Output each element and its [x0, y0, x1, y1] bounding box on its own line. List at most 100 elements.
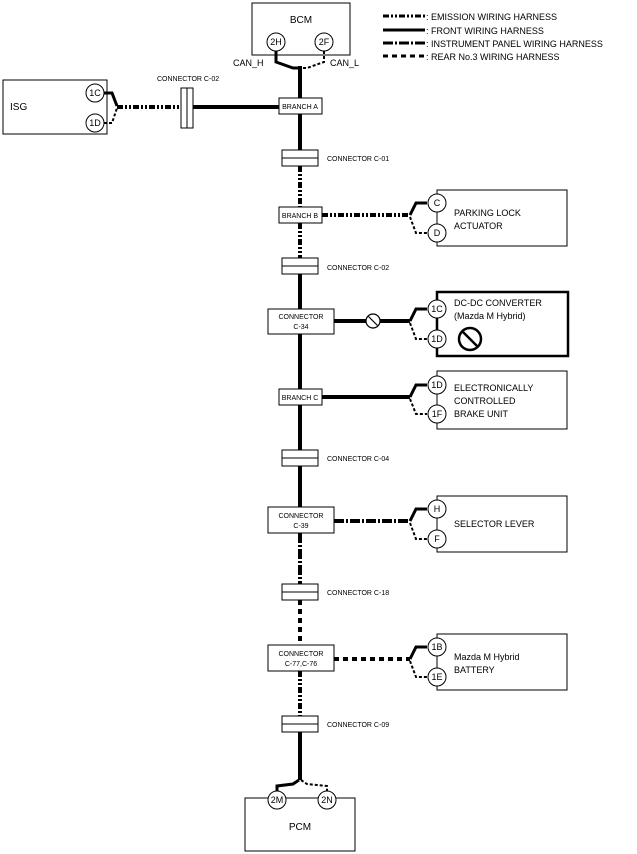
isg-connector-c02-label: CONNECTOR C-02 [157, 76, 219, 83]
ecbu-module: 1D 1F ELECTRONICALLY CONTROLLED BRAKE UN… [427, 370, 568, 430]
dcdc-box [435, 290, 570, 358]
battery-pin-1b [427, 637, 447, 657]
pcm-pin-2n [317, 790, 337, 810]
parking-lock-wire-d [409, 216, 427, 234]
dcdc-wire-1c [408, 307, 427, 322]
can-l-label: CAN_L [330, 58, 359, 68]
battery-wire-1e [409, 660, 427, 678]
ecbu-line1: ELECTRONICALLY [454, 383, 533, 393]
parking-lock-pin-d [427, 223, 447, 243]
parking-lock-line2: ACTUATOR [454, 221, 503, 231]
ecbu-pin-1d [427, 375, 447, 395]
ecbu-pin-1f [427, 404, 447, 424]
ecbu-line2: CONTROLLED [454, 396, 516, 406]
conn-c04-bottom [281, 457, 319, 467]
pcm-wire-2m [275, 778, 300, 791]
parking-lock-pin-c [427, 193, 447, 213]
dcdc-line2: (Mazda M Hybrid) [454, 311, 526, 321]
pcm-pin-2n-label: 2N [321, 795, 333, 805]
dcdc-pin-1d [427, 329, 447, 349]
pcm-box [244, 797, 356, 852]
conn-c77-line1: CONNECTOR [279, 651, 324, 658]
ecbu-box [436, 370, 568, 430]
legend-instrument-label: : INSTRUMENT PANEL WIRING HARNESS [426, 39, 603, 49]
selector-wire-f [409, 522, 427, 540]
battery-pin-1b-label: 1B [431, 642, 442, 652]
branch-a-label: BRANCH A [282, 104, 318, 111]
battery-pin-1e [427, 667, 447, 687]
battery-line2: BATTERY [454, 665, 495, 675]
selector-wire-h [408, 507, 427, 522]
parking-lock-actuator: C D PARKING LOCK ACTUATOR [427, 189, 568, 247]
pcm-pin-2m-label: 2M [271, 795, 284, 805]
isg-wire-bottom [104, 107, 118, 124]
selector-pin-f-label: F [434, 534, 440, 544]
can-h-label: CAN_H [233, 58, 264, 68]
conn-c18-top [281, 583, 319, 593]
dcdc-pin-1c-label: 1C [431, 304, 443, 314]
conn-c18-bottom [281, 591, 319, 601]
conn-c77-line2: C-77,C-76 [285, 661, 317, 668]
selector-pin-h-label: H [434, 504, 441, 514]
pcm-module: 2M 2N PCM [244, 790, 356, 852]
battery-box [436, 633, 568, 691]
selector-pin-h [427, 499, 447, 519]
conn-c04-label: CONNECTOR C-04 [327, 456, 389, 463]
bcm-label: BCM [290, 15, 312, 26]
legend-front-label: : FRONT WIRING HARNESS [426, 26, 544, 36]
pcm-wire-2n [300, 779, 328, 791]
isg-label: ISG [10, 102, 27, 113]
battery-wire-1b [408, 645, 427, 660]
conn-c02-top [281, 257, 319, 267]
isg-module: ISG 1C 1D [2, 79, 108, 135]
ecbu-wire-1f [409, 398, 427, 415]
dcdc-line1: DC-DC CONVERTER [454, 298, 542, 308]
conn-c02-label: CONNECTOR C-02 [327, 265, 389, 272]
selector-label: SELECTOR LEVER [454, 519, 535, 529]
parking-lock-box [436, 189, 568, 247]
selector-box [436, 495, 568, 553]
bcm-module: BCM 2H 2F CAN_H CAN_L [233, 2, 359, 68]
conn-c01-bottom [281, 157, 319, 167]
conn-c34-box [267, 308, 335, 335]
pcm-pin-2m [267, 790, 287, 810]
dcdc-converter: 1C 1D DC-DC CONVERTER (Mazda M Hybrid) [427, 290, 570, 358]
conn-c34-line1: CONNECTOR [279, 314, 324, 321]
parking-lock-pin-c-label: C [434, 198, 441, 208]
parking-lock-line1: PARKING LOCK [454, 208, 521, 218]
conn-c39-line2: C-39 [293, 523, 308, 530]
conn-c01-label: CONNECTOR C-01 [327, 156, 389, 163]
ecbu-pin-1f-label: 1F [432, 409, 443, 419]
parking-lock-wire-c [408, 201, 427, 216]
dcdc-wire-1d [409, 322, 427, 340]
legend-rear-label: : REAR No.3 WIRING HARNESS [426, 52, 560, 62]
ecbu-wire-1d [408, 383, 427, 398]
parking-lock-pin-d-label: D [434, 228, 441, 238]
isg-wire-top [104, 91, 119, 107]
bcm-can-h-wire [274, 51, 299, 70]
battery-pin-1e-label: 1E [431, 672, 442, 682]
dcdc-pin-1c [427, 299, 447, 319]
bcm-pin-2f-label: 2F [319, 37, 330, 47]
isg-connector-c02-left [180, 87, 188, 129]
branch-a-box [278, 97, 323, 115]
isg-connector-c02-right [186, 87, 194, 129]
branch-b-label: BRANCH B [282, 213, 319, 220]
no-entry-icon-large [457, 326, 483, 352]
bcm-box [251, 2, 351, 56]
isg-pin-1c-label: 1C [89, 88, 101, 98]
selector-lever: H F SELECTOR LEVER [427, 495, 568, 553]
battery-line1: Mazda M Hybrid [454, 652, 520, 662]
conn-c01-top [281, 149, 319, 159]
conn-c09-bottom [281, 723, 319, 733]
selector-pin-f [427, 529, 447, 549]
pcm-label: PCM [289, 822, 311, 833]
conn-c18-label: CONNECTOR C-18 [327, 590, 389, 597]
ecbu-pin-1d-label: 1D [431, 380, 443, 390]
conn-c09-label: CONNECTOR C-09 [327, 722, 389, 729]
hybrid-battery: 1B 1E Mazda M Hybrid BATTERY [427, 633, 568, 691]
bcm-can-l-wire [301, 51, 325, 69]
no-entry-icon-small [365, 313, 381, 329]
legend: : EMISSION WIRING HARNESS : FRONT WIRING… [383, 12, 603, 62]
